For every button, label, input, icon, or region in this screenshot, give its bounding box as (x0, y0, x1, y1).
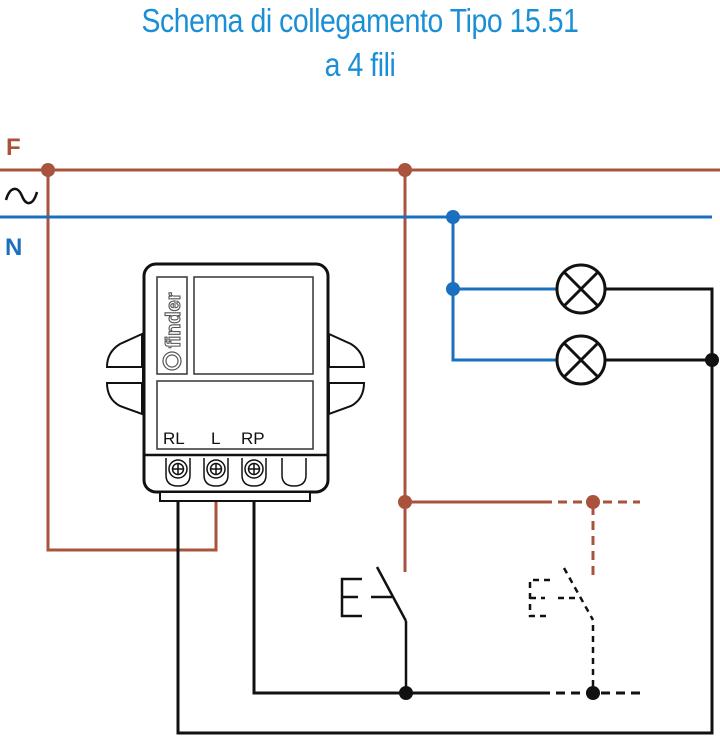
control-wires (176, 287, 714, 735)
pushbutton-main (340, 566, 408, 693)
control-optional-junction-dot (586, 686, 600, 700)
terminal-empty-slot (281, 458, 307, 487)
phase-junction-dot (398, 495, 412, 509)
device-base (159, 491, 311, 502)
neutral-label: N (5, 234, 22, 261)
neutral-junction-dot (446, 282, 460, 296)
terminal-screw-rp (241, 458, 267, 487)
ac-symbol-icon (4, 187, 39, 205)
terminal-screw-l (203, 458, 229, 487)
neutral-to-lamp-2-wire (451, 217, 556, 362)
finder-logo-icon (162, 351, 182, 371)
terminal-label-rl: RL (163, 429, 185, 448)
phase-junction-dot (398, 163, 412, 177)
finder-logo-text: finder (163, 292, 185, 348)
terminal-label-rp: RP (241, 429, 265, 448)
control-junction-dot (705, 353, 719, 367)
neutral-junction-dot (446, 210, 460, 224)
terminal-screw-rl (165, 458, 191, 487)
diagram-title-line-1: Schema di collegamento Tipo 15.51 (141, 2, 579, 39)
phase-wires (0, 168, 720, 572)
label-panel (156, 380, 314, 450)
lamp-1 (555, 263, 607, 315)
pushbutton-optional (528, 567, 595, 688)
phase-junction-dot (41, 163, 55, 177)
phase-optional-junction-dot (586, 495, 600, 509)
lamp-return-wire (176, 287, 714, 735)
finder-dimmer-device: finder RL L RP (105, 262, 366, 502)
phase-optional-wires (558, 500, 640, 575)
terminal-label-l: L (211, 429, 220, 448)
top-panel (193, 276, 314, 375)
neutral-wires (0, 215, 712, 362)
diagram-title-line-2: a 4 fili (324, 46, 396, 83)
rp-pushbutton-wire (252, 500, 550, 695)
phase-to-L-wire (46, 170, 218, 552)
lamp-2 (555, 334, 607, 386)
phase-label: F (6, 134, 21, 161)
